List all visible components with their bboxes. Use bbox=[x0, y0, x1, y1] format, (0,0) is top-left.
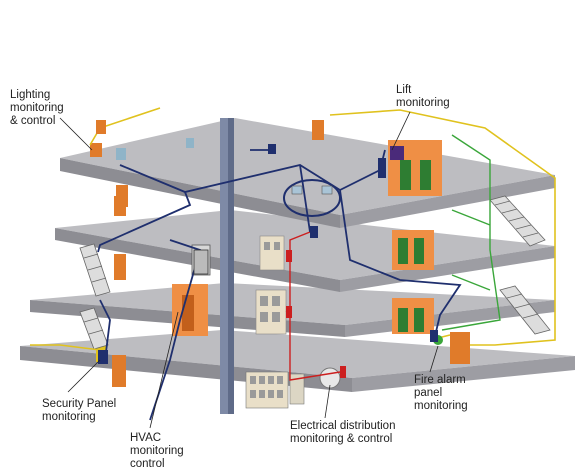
security-panel-icon bbox=[98, 350, 108, 364]
bms-server-loop bbox=[283, 179, 341, 217]
label-electrical-distribution: Electrical distribution monitoring & con… bbox=[290, 420, 396, 445]
hvac-panel-icon bbox=[193, 249, 209, 275]
bms-devices bbox=[268, 144, 438, 342]
stairs-right bbox=[489, 195, 551, 335]
electrical-nodes bbox=[286, 250, 346, 378]
floor-2-equipment bbox=[114, 258, 470, 364]
label-security-panel-monitoring: Security Panel monitoring bbox=[42, 398, 117, 423]
label-lighting-monitoring: Lighting monitoring & control bbox=[10, 89, 64, 127]
central-duct bbox=[220, 118, 234, 414]
workstation-icons bbox=[291, 185, 333, 195]
label-lift-monitoring: Lift monitoring bbox=[396, 84, 450, 109]
label-fire-alarm-panel-monitoring: Fire alarm panel monitoring bbox=[414, 374, 468, 412]
leader-lines bbox=[59, 111, 439, 429]
fire-alarm-network bbox=[441, 134, 501, 331]
label-hvac-monitoring: HVAC monitoring control bbox=[130, 432, 184, 470]
lighting-control-box bbox=[96, 120, 106, 134]
top-floor-equipment bbox=[90, 120, 442, 207]
stairs-left bbox=[79, 243, 111, 350]
floor-3 bbox=[55, 210, 555, 292]
